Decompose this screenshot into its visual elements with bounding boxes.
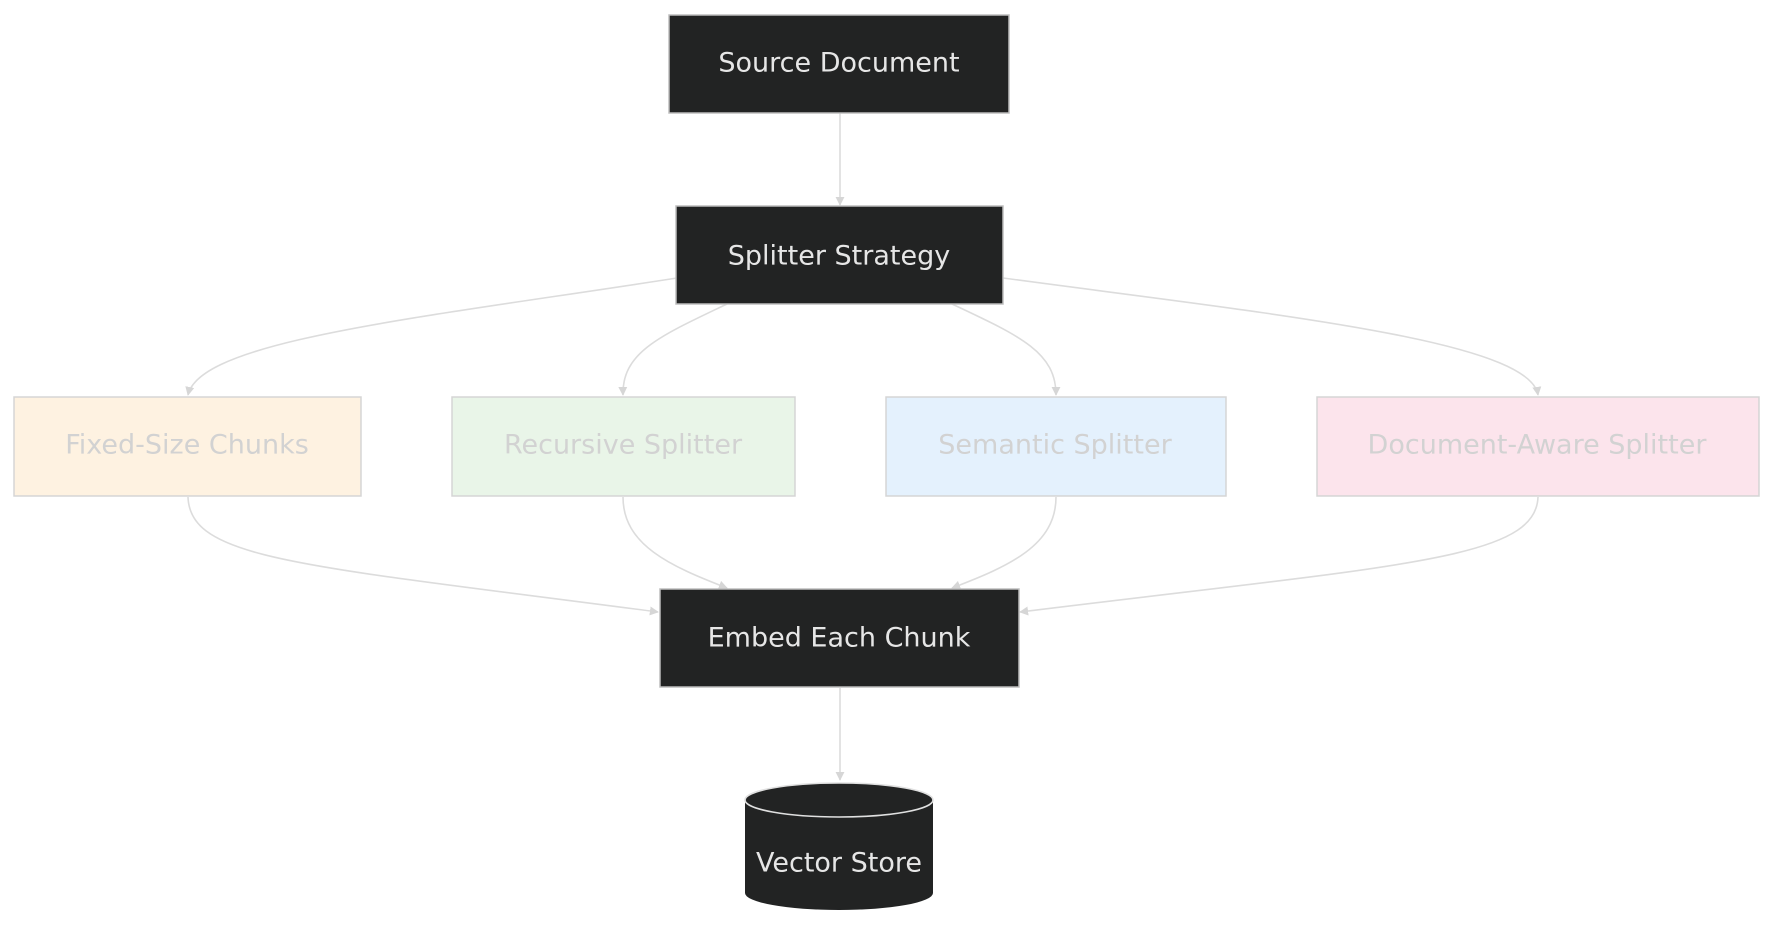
edge-fixed-size-to-embed xyxy=(187,496,659,616)
node-splitter-strategy: Splitter Strategy xyxy=(675,205,1004,305)
node-embed-each-chunk: Embed Each Chunk xyxy=(659,588,1020,688)
node-label-source-document: Source Document xyxy=(718,48,959,79)
node-box xyxy=(451,396,796,497)
node-box xyxy=(13,396,362,497)
node-box xyxy=(675,205,1004,305)
edge-splitter-to-recursive xyxy=(618,303,728,396)
edge-recursive-to-embed xyxy=(622,496,728,590)
node-box xyxy=(659,588,1020,688)
node-vector-store: Vector Store xyxy=(744,782,934,910)
edge-semantic-to-embed xyxy=(951,496,1057,590)
edge-splitter-to-semantic xyxy=(951,303,1061,396)
node-semantic-splitter: Semantic Splitter xyxy=(885,396,1227,497)
node-box xyxy=(885,396,1227,497)
edge-document-aware-to-embed xyxy=(1019,496,1539,616)
node-label-semantic-splitter: Semantic Splitter xyxy=(938,430,1172,461)
node-label-splitter-strategy: Splitter Strategy xyxy=(728,241,950,272)
node-label-document-aware-splitter: Document-Aware Splitter xyxy=(1368,430,1708,461)
edge-splitter-to-fixed-size xyxy=(185,277,678,396)
node-label-fixed-size-chunks: Fixed-Size Chunks xyxy=(65,430,309,461)
node-label-vector-store: Vector Store xyxy=(756,848,922,879)
node-document-aware-splitter: Document-Aware Splitter xyxy=(1316,396,1760,497)
node-label-embed-each-chunk: Embed Each Chunk xyxy=(708,623,971,654)
cylinder-top xyxy=(744,782,934,818)
cylinder-body xyxy=(745,783,933,910)
edges xyxy=(185,113,1542,781)
node-recursive-splitter: Recursive Splitter xyxy=(451,396,796,497)
node-fixed-size-chunks: Fixed-Size Chunks xyxy=(13,396,362,497)
node-box xyxy=(668,14,1010,114)
node-box xyxy=(1316,396,1760,497)
node-source-document: Source Document xyxy=(668,14,1010,114)
node-label-recursive-splitter: Recursive Splitter xyxy=(504,430,743,461)
edge-splitter-to-document-aware xyxy=(1002,277,1542,396)
